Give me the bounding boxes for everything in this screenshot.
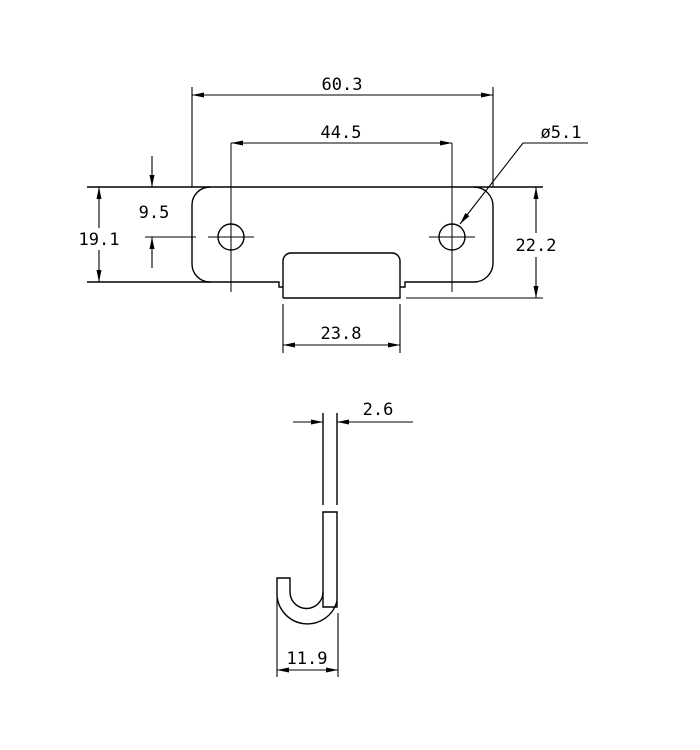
dim-label-tab-width: 23.8	[321, 324, 362, 344]
plate-right-edge	[473, 186, 494, 283]
plate-bottom-edge-left	[87, 281, 283, 288]
dim-label-hole-diameter: ø5.1	[541, 123, 582, 143]
dim-label-material-thickness: 2.6	[363, 400, 394, 420]
hook-free-end-stub	[276, 577, 291, 592]
dim-label-hook-width: 11.9	[287, 649, 328, 669]
strike-plate-top-view: 60.3 44.5 ø5.1 19.1	[79, 75, 588, 353]
dim-label-plate-height: 19.1	[79, 230, 120, 250]
dim-hole-offset: 9.5	[139, 156, 196, 268]
dim-overall-height: 22.2	[406, 187, 557, 299]
strip-lower-section	[322, 511, 338, 608]
dim-label-overall-height: 22.2	[516, 236, 557, 256]
dim-hole-spacing: 44.5	[231, 123, 452, 146]
dim-label-overall-width: 60.3	[322, 75, 363, 95]
hook-side-view: 2.6 11.9	[276, 400, 413, 677]
dim-material-thickness: 2.6	[293, 400, 413, 425]
dim-hole-diameter-leader	[459, 142, 588, 225]
dim-label-hole-spacing: 44.5	[321, 123, 362, 143]
dim-label-hole-offset: 9.5	[139, 203, 170, 223]
dim-plate-height: 19.1	[79, 187, 120, 282]
dim-overall-width: 60.3	[191, 75, 494, 187]
dim-tab-width: 23.8	[282, 304, 401, 353]
dim-hole-diameter: ø5.1	[459, 123, 588, 225]
dim-hook-width: 11.9	[276, 596, 339, 677]
hook-outer-arc	[276, 591, 338, 625]
hook-inner-arc	[289, 591, 324, 610]
latch-tab-outline	[282, 252, 401, 299]
plate-bottom-edge-right	[400, 281, 474, 288]
plate-left-edge	[191, 186, 211, 283]
